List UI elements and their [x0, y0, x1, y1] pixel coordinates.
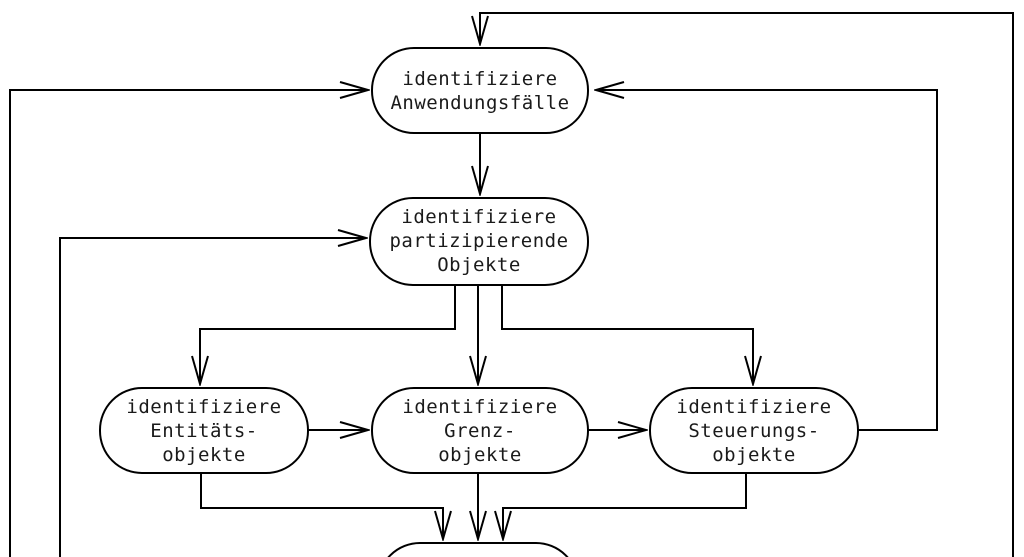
- edge-left-loop-to-anwendungsfaelle: [9, 90, 368, 557]
- node-grenz-shape: [371, 387, 589, 474]
- node-bottom-partial-shape: [387, 542, 569, 557]
- node-entitaets-shape: [99, 387, 309, 474]
- node-identifiziere-grenzobjekte: identifiziere Grenz- objekte: [371, 387, 589, 474]
- node-steuerungs-shape: [649, 387, 859, 474]
- diagram-edges: [9, 12, 1014, 557]
- node-steuerungs-label-line1: identifiziere: [676, 396, 831, 418]
- node-steuerungs-label-line2: Steuerungs-: [688, 420, 819, 442]
- node-anwendungsfaelle-shape: [371, 47, 589, 134]
- edge-partizipierende-to-entitaets: [200, 285, 456, 384]
- node-steuerungs-label-line3: objekte: [712, 444, 796, 466]
- node-grenz-label-line1: identifiziere: [402, 396, 557, 418]
- diagram-nodes: identifiziere Anwendungsfälle identifizi…: [99, 47, 859, 557]
- edge-partizipierende-to-steuerungs: [501, 285, 753, 384]
- edge-left-loop-to-partizipierende: [59, 238, 366, 557]
- node-entitaets-label-line3: objekte: [162, 444, 246, 466]
- node-identifiziere-entitaetsobjekte: identifiziere Entitäts- objekte: [99, 387, 309, 474]
- node-bottom-partial: [387, 542, 569, 557]
- node-partizipierende-shape: [369, 197, 589, 286]
- node-partizipierende-label-line3: Objekte: [437, 254, 521, 276]
- edge-steuerungs-to-anwendungsfaelle-loop: [596, 90, 938, 431]
- node-identifiziere-partizipierende-objekte: identifiziere partizipierende Objekte: [369, 197, 589, 286]
- edge-bottom-to-anwendungsfaelle-loop: [480, 12, 1014, 557]
- node-identifiziere-anwendungsfaelle: identifiziere Anwendungsfälle: [371, 47, 589, 134]
- node-identifiziere-steuerungsobjekte: identifiziere Steuerungs- objekte: [649, 387, 859, 474]
- node-anwendungsfaelle-label-line1: identifiziere: [402, 68, 557, 90]
- node-entitaets-label-line1: identifiziere: [126, 396, 281, 418]
- node-entitaets-label-line2: Entitäts-: [150, 420, 257, 442]
- edge-entitaets-to-bottom: [200, 473, 443, 539]
- node-grenz-label-line3: objekte: [438, 444, 522, 466]
- node-anwendungsfaelle-label-line2: Anwendungsfälle: [390, 92, 569, 114]
- node-partizipierende-label-line2: partizipierende: [389, 230, 568, 252]
- edge-steuerungs-to-bottom: [503, 473, 747, 539]
- node-grenz-label-line2: Grenz-: [444, 420, 516, 442]
- node-partizipierende-label-line1: identifiziere: [401, 206, 556, 228]
